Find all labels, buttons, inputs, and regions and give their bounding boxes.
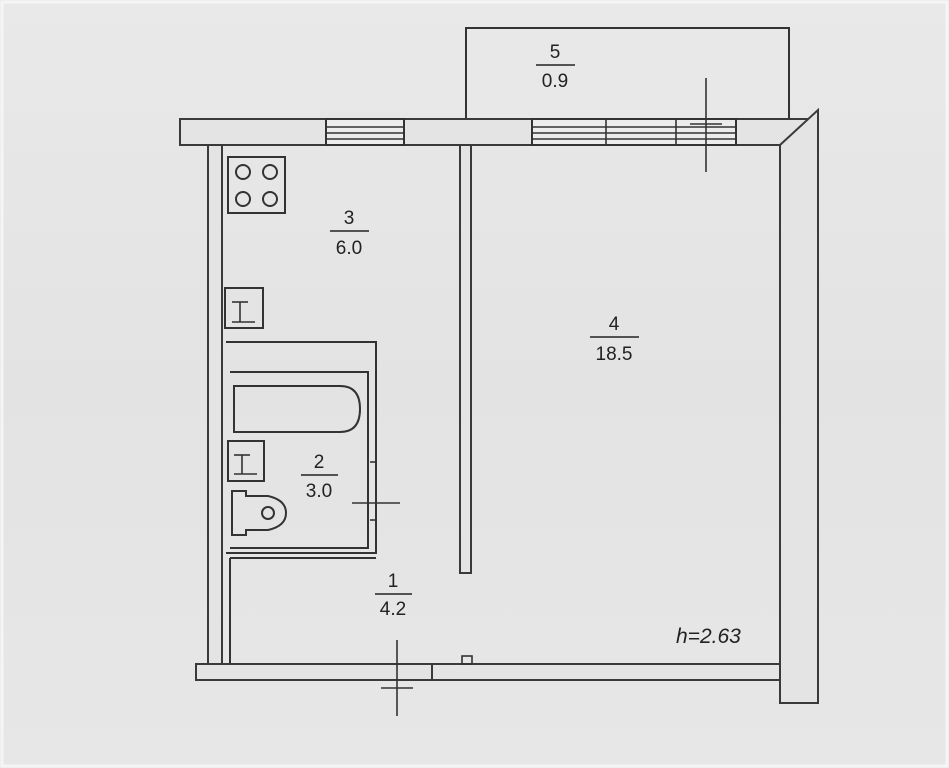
room-label-1: 1 4.2: [375, 571, 412, 620]
room-label-4: 4 18.5: [590, 314, 639, 365]
room-label-5: 5 0.9: [536, 42, 575, 92]
stove-icon: [227, 156, 286, 214]
room-area: 4.2: [380, 599, 406, 620]
room-area: 3.0: [306, 481, 332, 502]
room-label-2: 2 3.0: [301, 452, 338, 502]
washbasin-icon: [227, 440, 265, 482]
ceiling-height-label: h=2.63: [676, 625, 741, 648]
right-wall: [779, 107, 819, 704]
room-number: 2: [314, 452, 325, 473]
bottom-wall-right: [431, 663, 781, 681]
door-notch: [461, 655, 473, 665]
bathroom-outline: [226, 341, 377, 554]
room-area: 18.5: [596, 344, 633, 365]
kitchen-window: [325, 118, 405, 146]
room-label-3: 3 6.0: [330, 208, 369, 259]
room-area: 6.0: [336, 238, 362, 259]
bathtub-icon: [233, 385, 362, 433]
sink-icon: [224, 287, 264, 329]
axis-markers: [352, 78, 722, 716]
living-room-window: [531, 118, 737, 146]
bathroom-inner-outline: [230, 371, 369, 549]
room-number: 4: [609, 314, 620, 335]
balcony: [465, 27, 790, 123]
exterior-walls: [179, 107, 819, 704]
room-number: 3: [344, 208, 355, 229]
room-number: 5: [550, 42, 561, 63]
room-number: 1: [388, 571, 399, 592]
partition-wall: [459, 144, 472, 574]
bathroom-walls: [226, 341, 377, 664]
balcony-outline: [465, 27, 790, 123]
room-area: 0.9: [542, 71, 568, 92]
toilet-icon: [231, 490, 288, 536]
left-wall: [207, 144, 223, 669]
